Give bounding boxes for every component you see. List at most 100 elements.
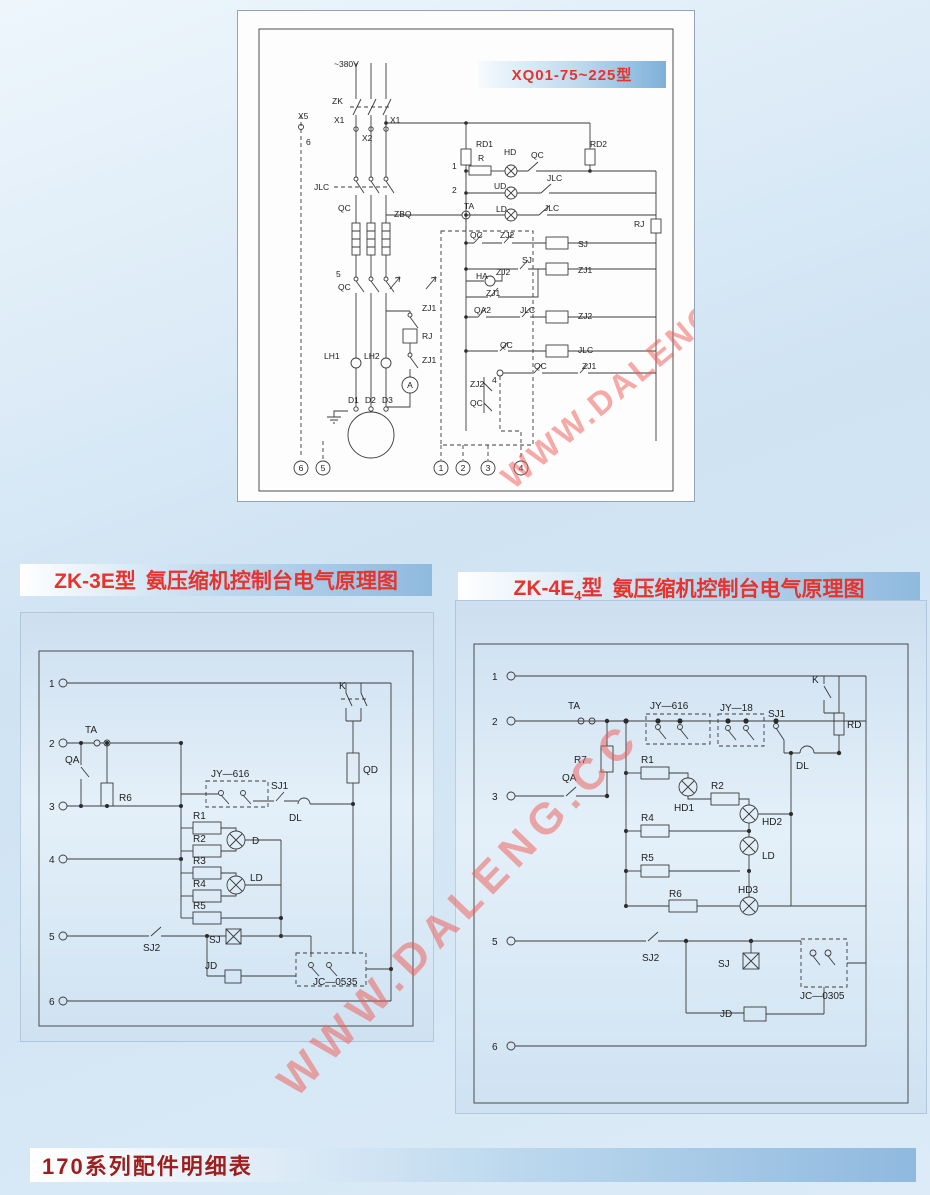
diagram-label: JC—0535 [313, 977, 358, 988]
diagram-label: X1 [390, 115, 401, 125]
terminal-number: 2 [492, 717, 498, 728]
diagram-label: JY—616 [211, 769, 250, 780]
top-circuit-drawing: ~380VZKX5X1X2X16JLCQCZBQTA5QCLH1LH2ZJ1RJ… [258, 28, 674, 492]
diagram-label: R6 [119, 793, 132, 804]
diagram-label: ZJ2 [470, 379, 484, 389]
circuit-linework [258, 28, 674, 492]
diagram-label: RJ [422, 331, 432, 341]
model-name: ZK-4E4型 [513, 577, 603, 604]
diagram-label: SJ2 [143, 943, 161, 954]
terminal-number: 1 [439, 463, 444, 473]
diagram-label: R5 [193, 901, 206, 912]
terminal-number: 4 [519, 463, 524, 473]
diagram-label: A [407, 380, 413, 390]
diagram-label: RJ [634, 219, 644, 229]
diagram-label: QA [65, 755, 80, 766]
diagram-label: K [339, 681, 346, 692]
diagram-label: R6 [669, 889, 682, 900]
diagram-label: X5 [298, 111, 309, 121]
diagram-label: TA [568, 701, 580, 712]
diagram-label: SJ1 [271, 781, 289, 792]
diagram-label: JLC [314, 182, 329, 192]
diagram-label: LD [496, 204, 507, 214]
diagram-label: LH2 [364, 351, 380, 361]
diagram-label: QC [470, 230, 483, 240]
terminal-number: 3 [492, 792, 498, 803]
parts-table-title: 170系列配件明细表 [42, 1154, 253, 1179]
diagram-label: SJ1 [768, 709, 786, 720]
diagram-label: ZJ1 [422, 303, 436, 313]
diagram-label: TA [85, 725, 97, 736]
diagram-label: HD [504, 147, 516, 157]
diagram-label: TA [464, 201, 475, 211]
diagram-label: LH1 [324, 351, 340, 361]
diagram-label: SJ [522, 255, 532, 265]
terminal-number: 4 [49, 855, 55, 866]
diagram-label: ~380V [334, 59, 359, 69]
terminal-number: 1 [492, 672, 498, 683]
diagram-label: 1 [452, 161, 457, 171]
terminal-number: 2 [49, 739, 55, 750]
diagram-label: UD [494, 181, 506, 191]
parts-table-title-bar: 170系列配件明细表 [30, 1148, 916, 1182]
terminal-number: 3 [486, 463, 491, 473]
diagram-label: RD2 [590, 139, 607, 149]
diagram-label: HA [476, 271, 488, 281]
diagram-label: R1 [641, 755, 654, 766]
diagram-label: R2 [711, 781, 724, 792]
diagram-label: R [478, 153, 484, 163]
diagram-label: JY—616 [650, 701, 689, 712]
diagram-label: X2 [362, 133, 373, 143]
diagram-label: R7 [574, 755, 587, 766]
diagram-label: R4 [641, 813, 654, 824]
diagram-label: R2 [193, 834, 206, 845]
diagram-label: QD [363, 765, 378, 776]
terminal-number: 6 [49, 997, 55, 1008]
diagram-label: 2 [452, 185, 457, 195]
diagram-label: QC [531, 150, 544, 160]
diagram-label: HD3 [738, 885, 758, 896]
diagram-label: QC [338, 282, 351, 292]
terminal-number: 6 [492, 1042, 498, 1053]
diagram-label: LD [250, 873, 263, 884]
terminal-number: 6 [299, 463, 304, 473]
diagram-label: 6 [306, 137, 311, 147]
diagram-label: JD [205, 961, 217, 972]
zk4e4-circuit-drawing: 12356TAR7QAJY—616JY—18SJ1KRDDLR1HD1R2HD2… [473, 643, 909, 1104]
diagram-label: DL [796, 761, 809, 772]
diagram-label: R1 [193, 811, 206, 822]
circuit-labels: 123456TAQAR6KQDJY—616SJ1DLR1R2R3R4R5DLDS… [49, 679, 378, 1008]
diagram-label: JLC [544, 203, 559, 213]
diagram-label: ZK [332, 96, 343, 106]
diagram-label: QC [500, 340, 513, 350]
diagram-label: QC [338, 203, 351, 213]
diagram-label: K [812, 675, 819, 686]
terminal-number: 1 [49, 679, 55, 690]
title-subscript: 4 [574, 588, 582, 604]
section-title-zk4e4: ZK-4E4型 氨压缩机控制台电气原理图 [458, 572, 920, 604]
terminal-number: 2 [461, 463, 466, 473]
diagram-label: ZJ1 [486, 288, 500, 298]
diagram-label: SJ2 [642, 953, 660, 964]
diagram-label: X1 [334, 115, 345, 125]
terminal-number: 5 [49, 932, 55, 943]
diagram-label: HD1 [674, 803, 694, 814]
diagram-label: JLC [547, 173, 562, 183]
terminal-number: 3 [49, 802, 55, 813]
diagram-label: QC [534, 361, 547, 371]
diagram-label: 4 [492, 375, 497, 385]
diagram-label: JY—18 [720, 703, 753, 714]
diagram-label: D3 [382, 395, 393, 405]
diagram-label: R4 [193, 879, 206, 890]
zk3e-circuit-drawing: 123456TAQAR6KQDJY—616SJ1DLR1R2R3R4R5DLDS… [38, 650, 414, 1027]
diagram-label: D1 [348, 395, 359, 405]
diagram-label: JC—0305 [800, 991, 845, 1002]
diagram-label: ZBQ [394, 209, 412, 219]
diagram-label: ZJ1 [578, 265, 592, 275]
